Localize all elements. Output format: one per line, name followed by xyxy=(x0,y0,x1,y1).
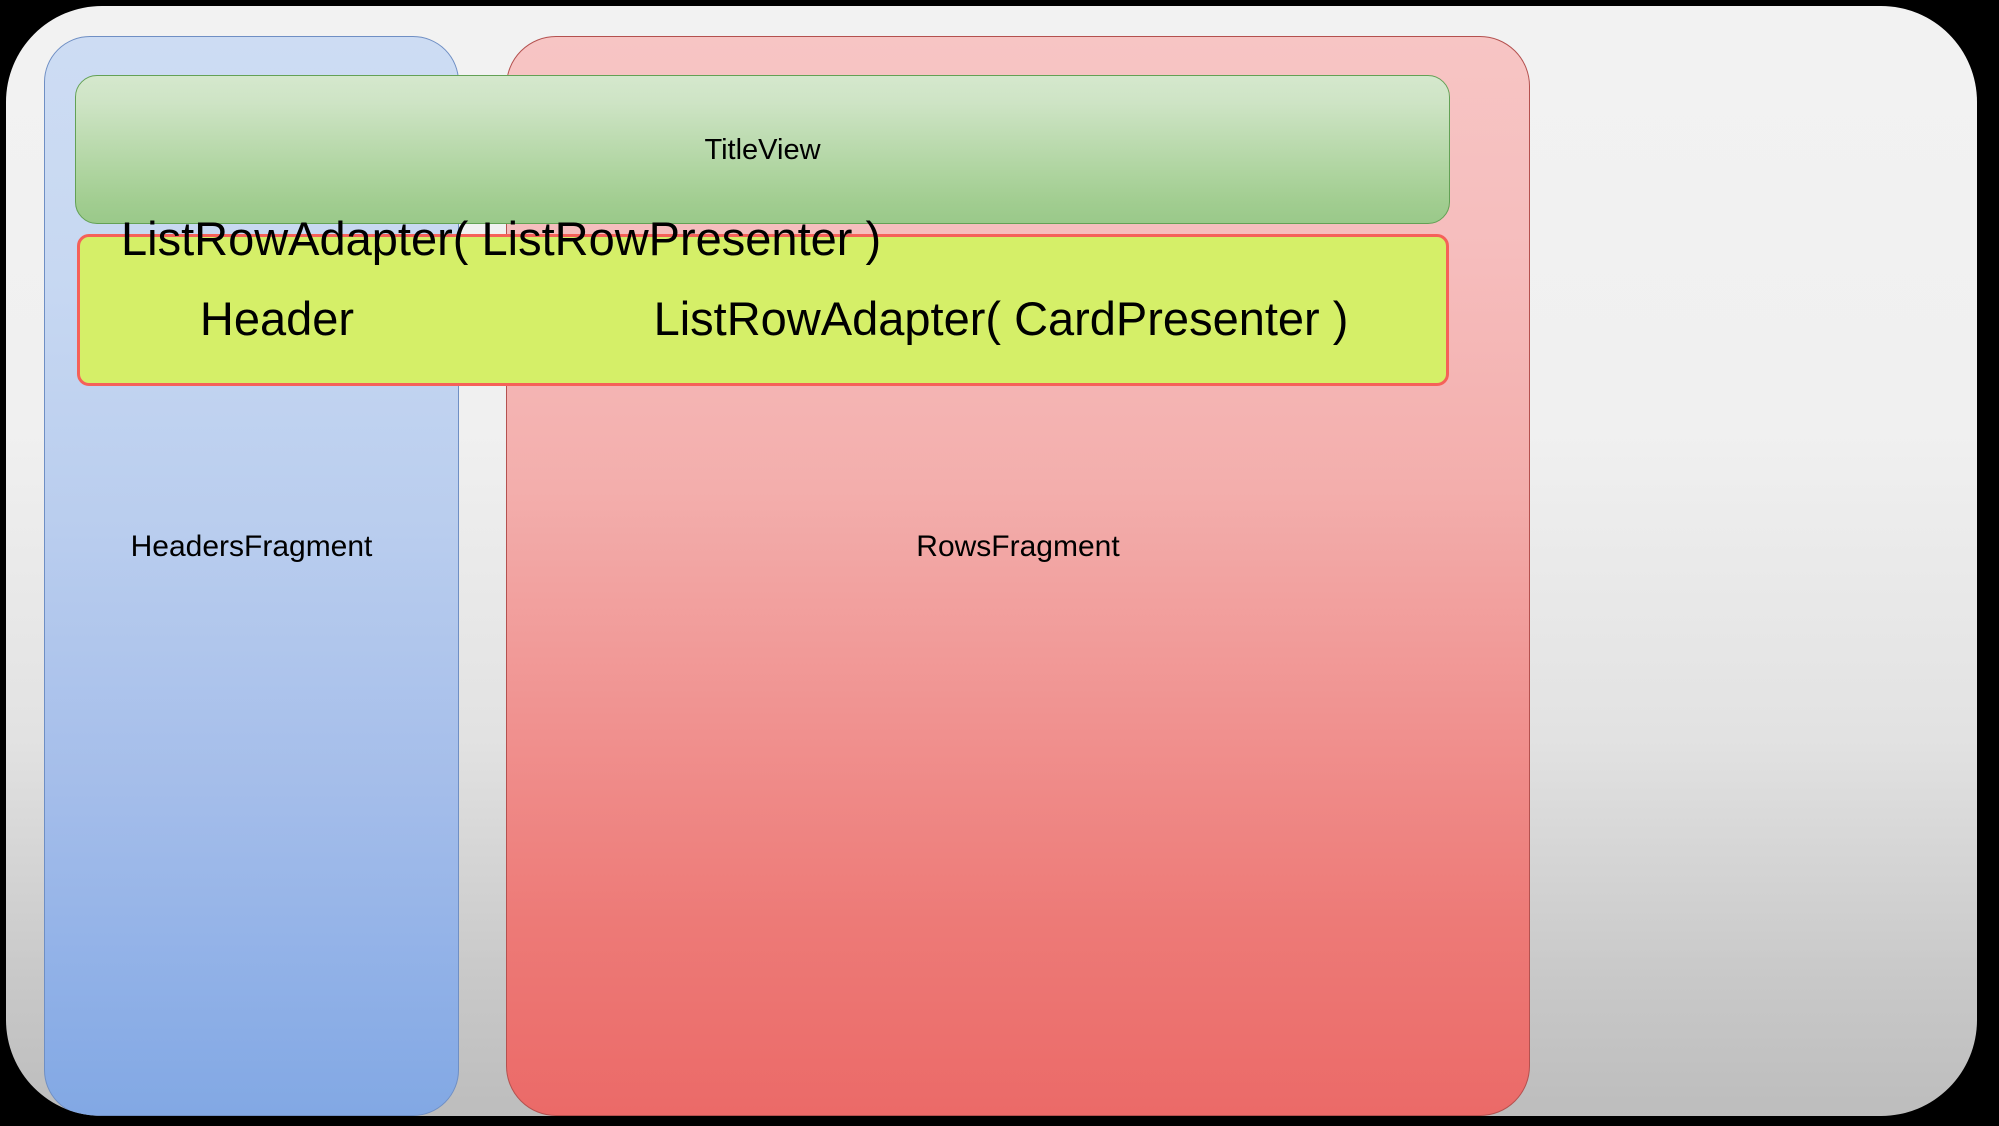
row-header-label: Header xyxy=(199,292,355,345)
headers-fragment-label: HeadersFragment xyxy=(130,530,373,563)
list-row-adapter-card-presenter-label: ListRowAdapter( CardPresenter ) xyxy=(653,292,1349,345)
title-view-label: TitleView xyxy=(704,134,821,166)
list-row-adapter-presenter-label: ListRowAdapter( ListRowPresenter ) xyxy=(121,212,882,265)
title-view-bar[interactable]: TitleView xyxy=(75,75,1450,224)
rows-fragment-label: RowsFragment xyxy=(916,530,1120,563)
browse-fragment-container: HeadersFragment RowsFragment TitleView L… xyxy=(6,6,1977,1116)
list-row-box[interactable] xyxy=(77,234,1449,386)
